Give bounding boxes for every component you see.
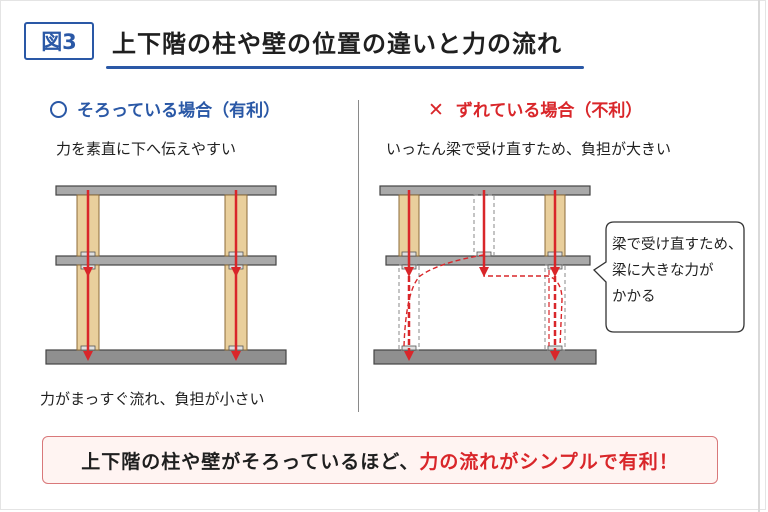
figure-label: 図3 [24,22,94,60]
page-edge-line [758,0,760,512]
right-heading-text: ずれている場合（不利） [455,101,643,121]
left-caption-top: 力を素直に下へ伝えやすい [56,140,237,158]
left-heading-text: そろっている場合（有利） [77,101,281,121]
x-mark-icon: ✕ [428,99,444,121]
load-path-dashed [483,272,563,347]
summary-text: 上下階の柱や壁がそろっているほど、 [81,450,420,473]
title-underline [106,66,584,69]
callout-bubble [592,221,745,333]
center-divider [358,100,359,412]
right-floor-beam [385,255,591,266]
misaligned-structure-diagram [373,185,597,365]
left-heading: そろっている場合（有利） [50,96,280,121]
summary-highlight: 力の流れがシンプルで有利！ [419,450,679,473]
load-path-dashed [403,254,485,347]
right-ground-slab [373,349,597,365]
callout-line: 梁に大きな力が [612,263,714,279]
circle-icon [50,101,67,118]
left-ground-slab [45,349,287,365]
aligned-structure-diagram [45,185,287,365]
summary-box: 上下階の柱や壁がそろっているほど、力の流れがシンプルで有利！ [42,436,718,484]
left-roof-beam [55,185,277,196]
callout-line: 梁で受け直すため、 [612,237,743,253]
right-caption-top: いったん梁で受け直すため、負担が大きい [386,140,672,158]
left-floor-beam [55,255,277,266]
callout-text: 梁で受け直すため、 梁に大きな力が かかる [612,232,743,310]
page-title: 上下階の柱や壁の位置の違いと力の流れ [112,30,562,58]
callout-line: かかる [612,289,656,305]
right-heading: ✕ ずれている場合（不利） [428,96,642,121]
left-caption-bottom: 力がまっすぐ流れ、負担が小さい [40,390,265,408]
